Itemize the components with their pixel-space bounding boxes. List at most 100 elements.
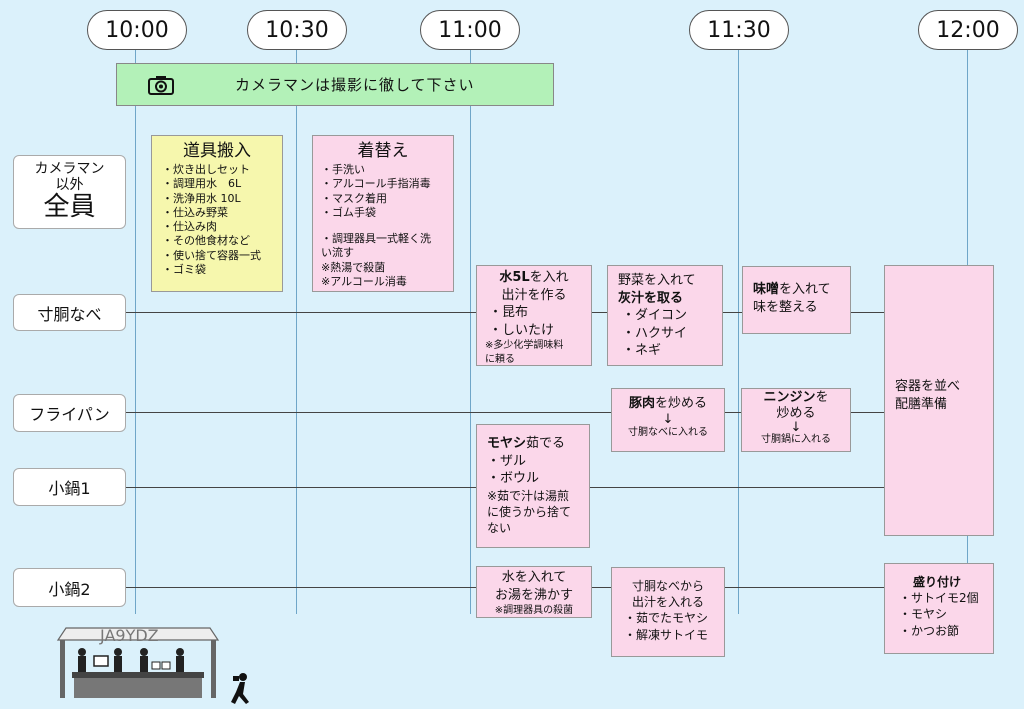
- row-label-pan: フライパン: [13, 394, 126, 432]
- task-bold: 盛り付け: [913, 575, 962, 589]
- task-item: ※熱湯で殺菌: [321, 260, 386, 274]
- task-item: い流す: [321, 246, 354, 260]
- task-fry-carrot: ニンジンを 炒める ↓ 寸胴鍋に入れる: [741, 388, 851, 452]
- task-line: 配膳準備: [895, 396, 948, 412]
- row-label-everyone: カメラマン 以外 全員: [13, 155, 126, 229]
- task-line: お湯を沸かす: [494, 587, 573, 603]
- task-item: ・仕込み野菜: [162, 205, 228, 219]
- task-item: ・調理器具一式軽く洗: [321, 232, 431, 246]
- task-bold: ニンジン: [763, 390, 816, 405]
- task-bold: 水5L: [499, 270, 530, 285]
- arrow-down-icon: ↓: [662, 411, 674, 427]
- task-item: ・サトイモ2個: [899, 591, 979, 606]
- task-item: ※アルコール消毒: [321, 275, 407, 289]
- task-item: ・手洗い: [321, 162, 365, 176]
- task-item: [321, 220, 453, 232]
- task-item: ・昆布: [489, 305, 529, 321]
- task-line: 寸胴なべに入れる: [628, 426, 708, 438]
- task-item: ・ネギ: [622, 343, 662, 359]
- task-text: を炒める: [655, 396, 708, 411]
- task-bold: 味噌: [753, 282, 780, 297]
- row-label-pot: 寸胴なべ: [13, 294, 126, 331]
- task-item: ・茹でたモヤシ: [624, 611, 709, 626]
- task-line: 水を入れて: [501, 570, 567, 585]
- timeline-1100: [470, 48, 471, 614]
- task-note: ※多少化学調味料: [485, 340, 564, 352]
- task-note: に使うから捨て: [487, 504, 572, 519]
- task-item: ・しいたけ: [489, 322, 555, 338]
- task-text: を入れ: [529, 270, 569, 285]
- task-note: ※調理器具の殺菌: [494, 605, 574, 617]
- banner-text: カメラマンは撮影に徹して下さい: [235, 76, 475, 94]
- task-item: ・解凍サトイモ: [624, 627, 709, 642]
- time-label: 10:00: [87, 10, 187, 50]
- task-item: ・マスク着用: [321, 191, 387, 205]
- task-item: ・ゴム手袋: [321, 205, 376, 219]
- task-item: ・ゴミ袋: [162, 263, 206, 277]
- task-line: 味を整える: [753, 299, 818, 315]
- time-label: 12:00: [918, 10, 1018, 50]
- task-note: ※茹で汁は湯煎: [487, 488, 570, 503]
- camera-icon: [148, 75, 174, 95]
- task-item: ・ダイコン: [622, 308, 688, 324]
- task-item: ・モヤシ: [899, 607, 948, 622]
- task-title: 道具搬入: [183, 141, 251, 161]
- time-label: 11:30: [689, 10, 789, 50]
- task-make-stock: 水5Lを入れ 出汁を作る ・昆布 ・しいたけ ※多少化学調味料 に頼る: [476, 265, 592, 366]
- task-line: 寸胴鍋に入れる: [761, 433, 831, 445]
- task-item: ・ハクサイ: [622, 325, 688, 341]
- task-text: 茹でる: [526, 436, 566, 451]
- task-item: ・かつお節: [899, 623, 960, 638]
- task-bold: モヤシ: [487, 436, 527, 451]
- row-label-nabe1: 小鍋1: [13, 468, 126, 506]
- task-add-vegetables: 野菜を入れて 灰汁を取る ・ダイコン ・ハクサイ ・ネギ: [607, 265, 723, 366]
- task-item: ・使い捨て容器一式: [162, 248, 261, 262]
- timeline-1000: [135, 48, 136, 614]
- task-item: ・アルコール手指消毒: [321, 177, 431, 191]
- task-line: 炒める: [776, 405, 816, 421]
- task-text: を: [815, 390, 829, 405]
- row-label-line: 以外: [55, 177, 84, 194]
- task-line: 寸胴なべから: [631, 579, 704, 593]
- time-label: 11:00: [420, 10, 520, 50]
- task-serving-prep: 容器を並べ 配膳準備: [884, 265, 994, 536]
- task-fry-pork: 豚肉を炒める ↓ 寸胴なべに入れる: [611, 388, 725, 452]
- row-label-line: カメラマン: [34, 160, 105, 177]
- task-bold: 灰汁を取る: [618, 290, 684, 306]
- task-boil-water: 水を入れて お湯を沸かす ※調理器具の殺菌: [476, 566, 592, 618]
- photographer-banner: カメラマンは撮影に徹して下さい: [116, 63, 554, 106]
- timeline-1130: [738, 48, 739, 614]
- task-bold: 豚肉: [628, 396, 655, 411]
- task-boil-moyashi: モヤシ茹でる ・ザル ・ボウル ※茹で汁は湯煎 に使うから捨て ない: [476, 424, 590, 548]
- camera-person-icon: [231, 673, 249, 704]
- arrow-down-icon: ↓: [790, 419, 802, 435]
- task-item: ・調理用水 6L: [162, 177, 242, 191]
- row-label-nabe2: 小鍋2: [13, 568, 126, 607]
- task-change-clothes: 着替え ・手洗い ・アルコール手指消毒 ・マスク着用 ・ゴム手袋 ・調理器具一式…: [312, 135, 454, 292]
- task-line: 水5Lを入れ: [477, 269, 591, 287]
- logo-text: JA9YDZ: [100, 626, 159, 645]
- task-plating: 盛り付け ・サトイモ2個 ・モヤシ ・かつお節: [884, 563, 994, 654]
- task-line: 出汁を作る: [501, 287, 567, 303]
- time-label: 10:30: [247, 10, 347, 50]
- task-line: 容器を並べ: [895, 379, 961, 394]
- task-item: ・ボウル: [487, 471, 540, 487]
- row-line-pan: [126, 412, 884, 413]
- task-note: ない: [487, 521, 512, 536]
- cooking-stand-icon: [56, 627, 220, 698]
- task-title: 着替え: [357, 141, 409, 161]
- timeline-1030: [296, 48, 297, 614]
- task-item: ・ザル: [487, 453, 527, 469]
- task-item: ・炊き出しセット: [162, 162, 250, 176]
- task-tools-delivery: 道具搬入 ・炊き出しセット ・調理用水 6L ・洗浄用水 10L ・仕込み野菜 …: [151, 135, 283, 292]
- task-item: ・仕込み肉: [162, 220, 217, 234]
- task-item: ・洗浄用水 10L: [162, 191, 241, 205]
- task-line: 出汁を入れる: [631, 595, 704, 610]
- task-note: に頼る: [485, 353, 515, 365]
- task-pour-stock: 寸胴なべから 出汁を入れる ・茹でたモヤシ ・解凍サトイモ: [611, 567, 725, 657]
- task-add-miso: 味噌を入れて 味を整える: [742, 266, 851, 334]
- task-item: ・その他食材など: [162, 234, 250, 248]
- task-text: を入れて: [779, 282, 831, 297]
- task-line: 野菜を入れて: [618, 273, 696, 288]
- row-label-line: 全員: [43, 192, 96, 223]
